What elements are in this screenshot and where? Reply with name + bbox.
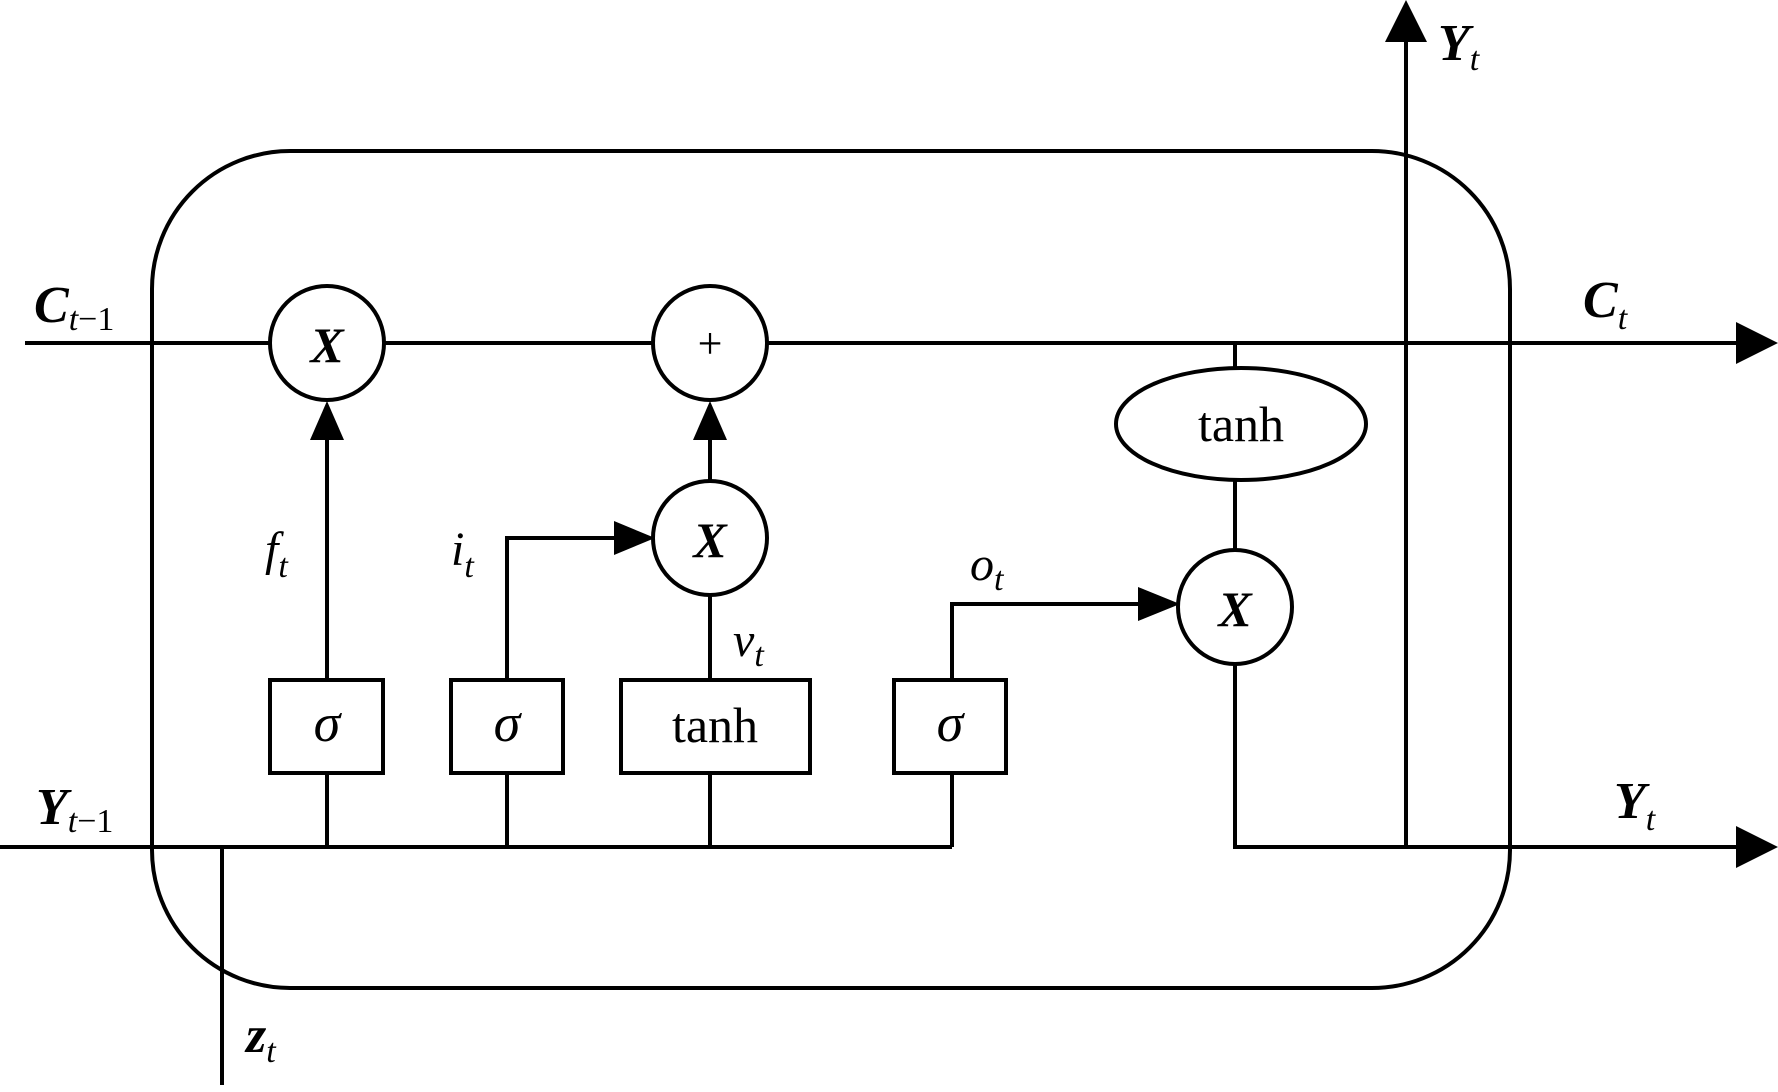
add-node	[651, 284, 769, 402]
cell-tanh-label: tanh	[1198, 396, 1284, 452]
y-out-top-label: Yt	[1438, 15, 1481, 78]
c-prev-label: Ct−1	[34, 277, 114, 338]
forget-gate-arrowhead	[310, 401, 344, 440]
cell-state-arrowhead	[1736, 322, 1778, 364]
add-symbol: +	[698, 319, 723, 368]
y-top-arrowhead	[1385, 0, 1427, 42]
forget-gate-label: ft	[265, 523, 289, 585]
hidden-output-arrowhead	[1736, 826, 1778, 868]
y-out-right-label: Yt	[1614, 773, 1657, 838]
input-gate-line	[505, 536, 618, 680]
c-out-label: Ct	[1583, 272, 1629, 337]
input-gate-arrowhead	[614, 521, 655, 555]
forget-multiply-node	[268, 284, 386, 402]
candidate-label: vt	[733, 614, 765, 674]
output-gate-arrowhead	[1138, 587, 1180, 621]
output-multiply-node	[1176, 548, 1294, 666]
output-gate-label: ot	[970, 538, 1005, 598]
output-sigma-box	[892, 678, 1008, 775]
forget-sigma-symbol: σ	[314, 693, 343, 753]
candidate-tanh-box	[619, 678, 812, 775]
input-sigma-box	[449, 678, 565, 775]
cell-boundary	[150, 149, 1512, 990]
input-gate-label: it	[451, 523, 475, 585]
z-input-label: zt	[244, 1007, 277, 1070]
output-multiply-symbol: X	[1216, 581, 1253, 637]
y-prev-label: Yt−1	[36, 779, 113, 840]
forget-multiply-symbol: X	[308, 317, 345, 373]
input-sigma-symbol: σ	[494, 693, 523, 753]
mult-to-add-arrowhead	[693, 401, 727, 440]
forget-sigma-box	[268, 678, 385, 775]
output-sigma-symbol: σ	[937, 693, 966, 753]
input-multiply-symbol: X	[691, 512, 728, 568]
input-multiply-node	[651, 479, 769, 597]
candidate-tanh-label: tanh	[672, 697, 758, 753]
output-gate-line	[950, 602, 1142, 680]
cell-tanh-node	[1114, 366, 1368, 482]
